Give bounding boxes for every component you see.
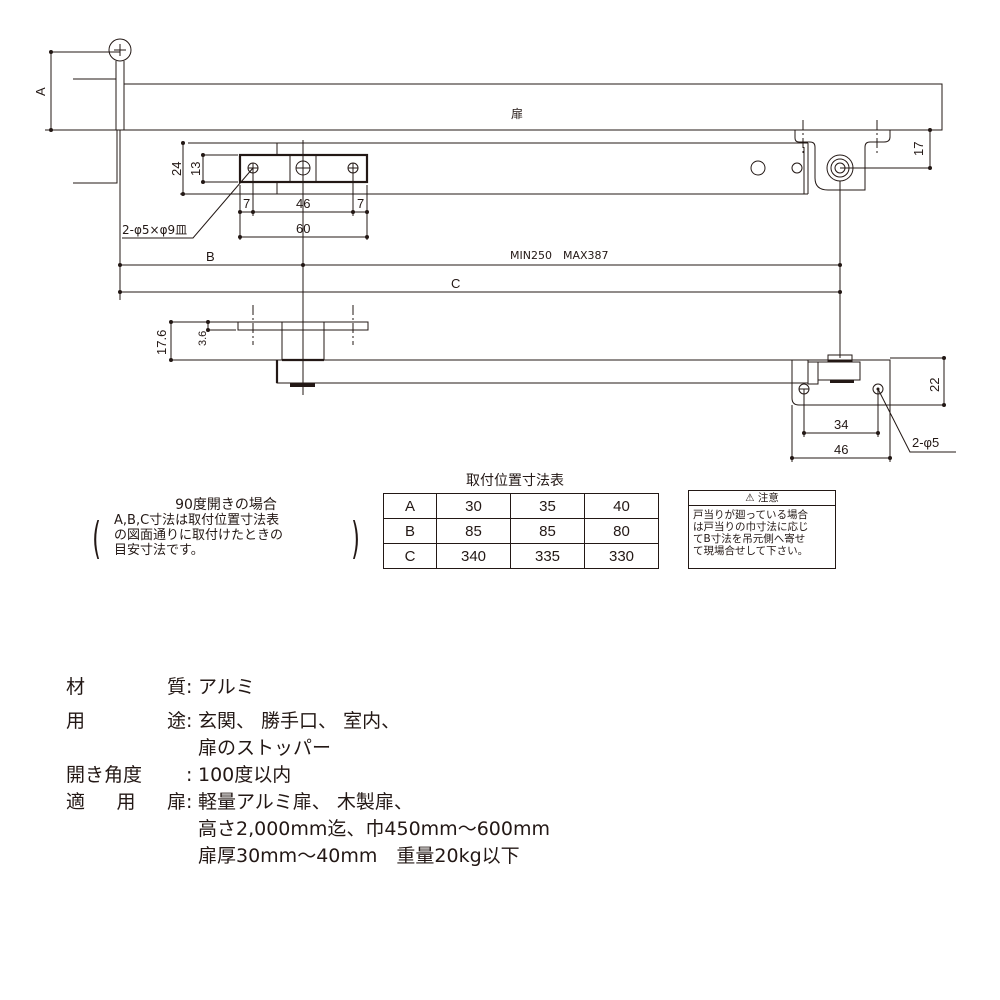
dim-3-6: 3.6 [197,331,209,346]
door-label: 扉 [511,107,523,121]
spec-applicable-door: 適用扉: 軽量アルミ扉、 木製扉、高さ2,000mm迄、巾450mm～600mm… [66,791,550,867]
caution-title: ⚠ 注意 [689,491,835,506]
note-90-degree: 90度開きの場合 ( ) A,B,C寸法は取付位置寸法表 の図面通りに取付けたと… [92,497,360,564]
dim-7-right: 7 [357,196,364,211]
note-line: 目安寸法です。 [114,543,204,558]
note-line: の図面通りに取付けたときの [114,528,284,543]
hole-callout-bottom: 2-φ5 [912,435,939,450]
note-title: 90度開きの場合 [175,497,277,513]
dim-22: 22 [927,378,942,392]
dim-17: 17 [911,142,926,156]
note-line: A,B,C寸法は取付位置寸法表 [114,513,280,528]
caution-box: ⚠ 注意 戸当りが廻っている場合 は戸当りの巾寸法に応じ てB寸法を吊元側へ寄せ… [688,490,836,569]
hole-callout-top: 2-φ5×φ9皿 [122,223,187,237]
dim-7-left: 7 [243,196,250,211]
spec-material: 材質: アルミ [66,676,255,698]
dim-C: C [451,276,460,291]
dim-13: 13 [188,162,203,176]
door [123,83,943,131]
range-label: MIN250 MAX387 [510,249,609,262]
specifications: 材質: アルミ 用途: 玄関、 勝手口、 室内、扉のストッパー 開き角度: 10… [66,674,550,870]
caution-line: て現場合せして下さい。 [693,545,809,557]
spec-opening-angle: 開き角度: 100度以内 [66,764,292,786]
dim-B: B [206,249,215,264]
caution-line: 戸当りが廻っている場合 [693,509,808,521]
caution-line: てB寸法を吊元側へ寄せ [693,533,806,545]
dim-17-6: 17.6 [154,330,169,355]
caution-line: は戸当りの巾寸法に応じ [693,521,809,533]
dim-24: 24 [169,162,184,176]
dim-A: A [33,87,48,96]
dim-34: 34 [834,417,848,432]
table-title: 取付位置寸法表 [466,473,564,489]
hinge-pin-icon [108,38,132,62]
arm-side-view [276,359,809,384]
dim-46-bottom: 46 [834,442,848,457]
spec-usage: 用途: 玄関、 勝手口、 室内、扉のストッパー [66,710,401,759]
